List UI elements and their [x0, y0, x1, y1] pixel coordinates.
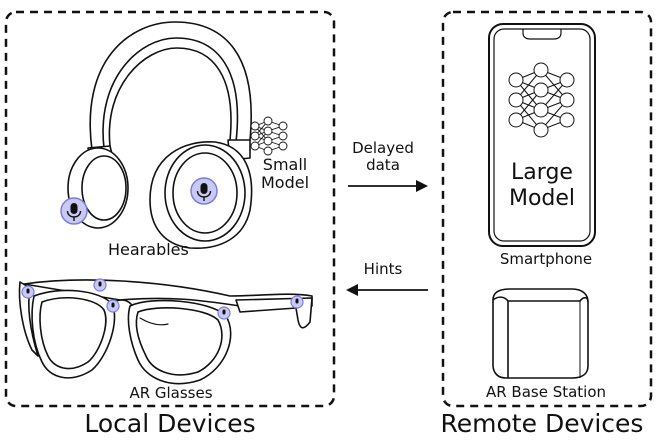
- remote-devices-title: Remote Devices: [440, 409, 644, 438]
- microphone-icon: [93, 278, 107, 292]
- smartphone-icon: [488, 23, 596, 247]
- microphone-icon: [190, 177, 218, 205]
- microphone-icon: [106, 299, 120, 313]
- neural-network-icon: [508, 62, 575, 138]
- delayed-data-label: Delayed data: [343, 139, 423, 175]
- microphone-icon: [290, 295, 304, 309]
- remote-devices-box: [441, 10, 653, 408]
- base-station-icon: [492, 288, 589, 379]
- microphone-icon: [60, 197, 88, 225]
- hints-label: Hints: [363, 260, 403, 278]
- base-station-label: AR Base Station: [485, 383, 607, 401]
- microphone-icon: [21, 285, 35, 299]
- large-model-label: Large Model: [494, 160, 590, 213]
- headphones-icon: [67, 21, 253, 249]
- hints-arrow: [346, 284, 428, 296]
- large-model-line1: Large: [511, 160, 573, 185]
- neural-network-icon: [250, 116, 288, 156]
- small-model-line1: Small: [262, 155, 308, 174]
- small-model-label: Small Model: [259, 155, 311, 193]
- delayed-data-line1: Delayed: [352, 139, 414, 157]
- ar-glasses-label: AR Glasses: [129, 384, 213, 402]
- delayed-data-line2: data: [366, 156, 400, 175]
- small-model-line2: Model: [260, 173, 310, 193]
- delayed-data-arrow: [348, 180, 428, 192]
- large-model-line2: Model: [508, 186, 576, 212]
- microphone-icon: [217, 306, 231, 320]
- ar-glasses-icon: [18, 279, 313, 385]
- local-devices-box: [4, 10, 336, 408]
- local-devices-title: Local Devices: [84, 409, 256, 438]
- smartphone-label: Smartphone: [499, 250, 593, 268]
- hearables-label: Hearables: [108, 240, 189, 259]
